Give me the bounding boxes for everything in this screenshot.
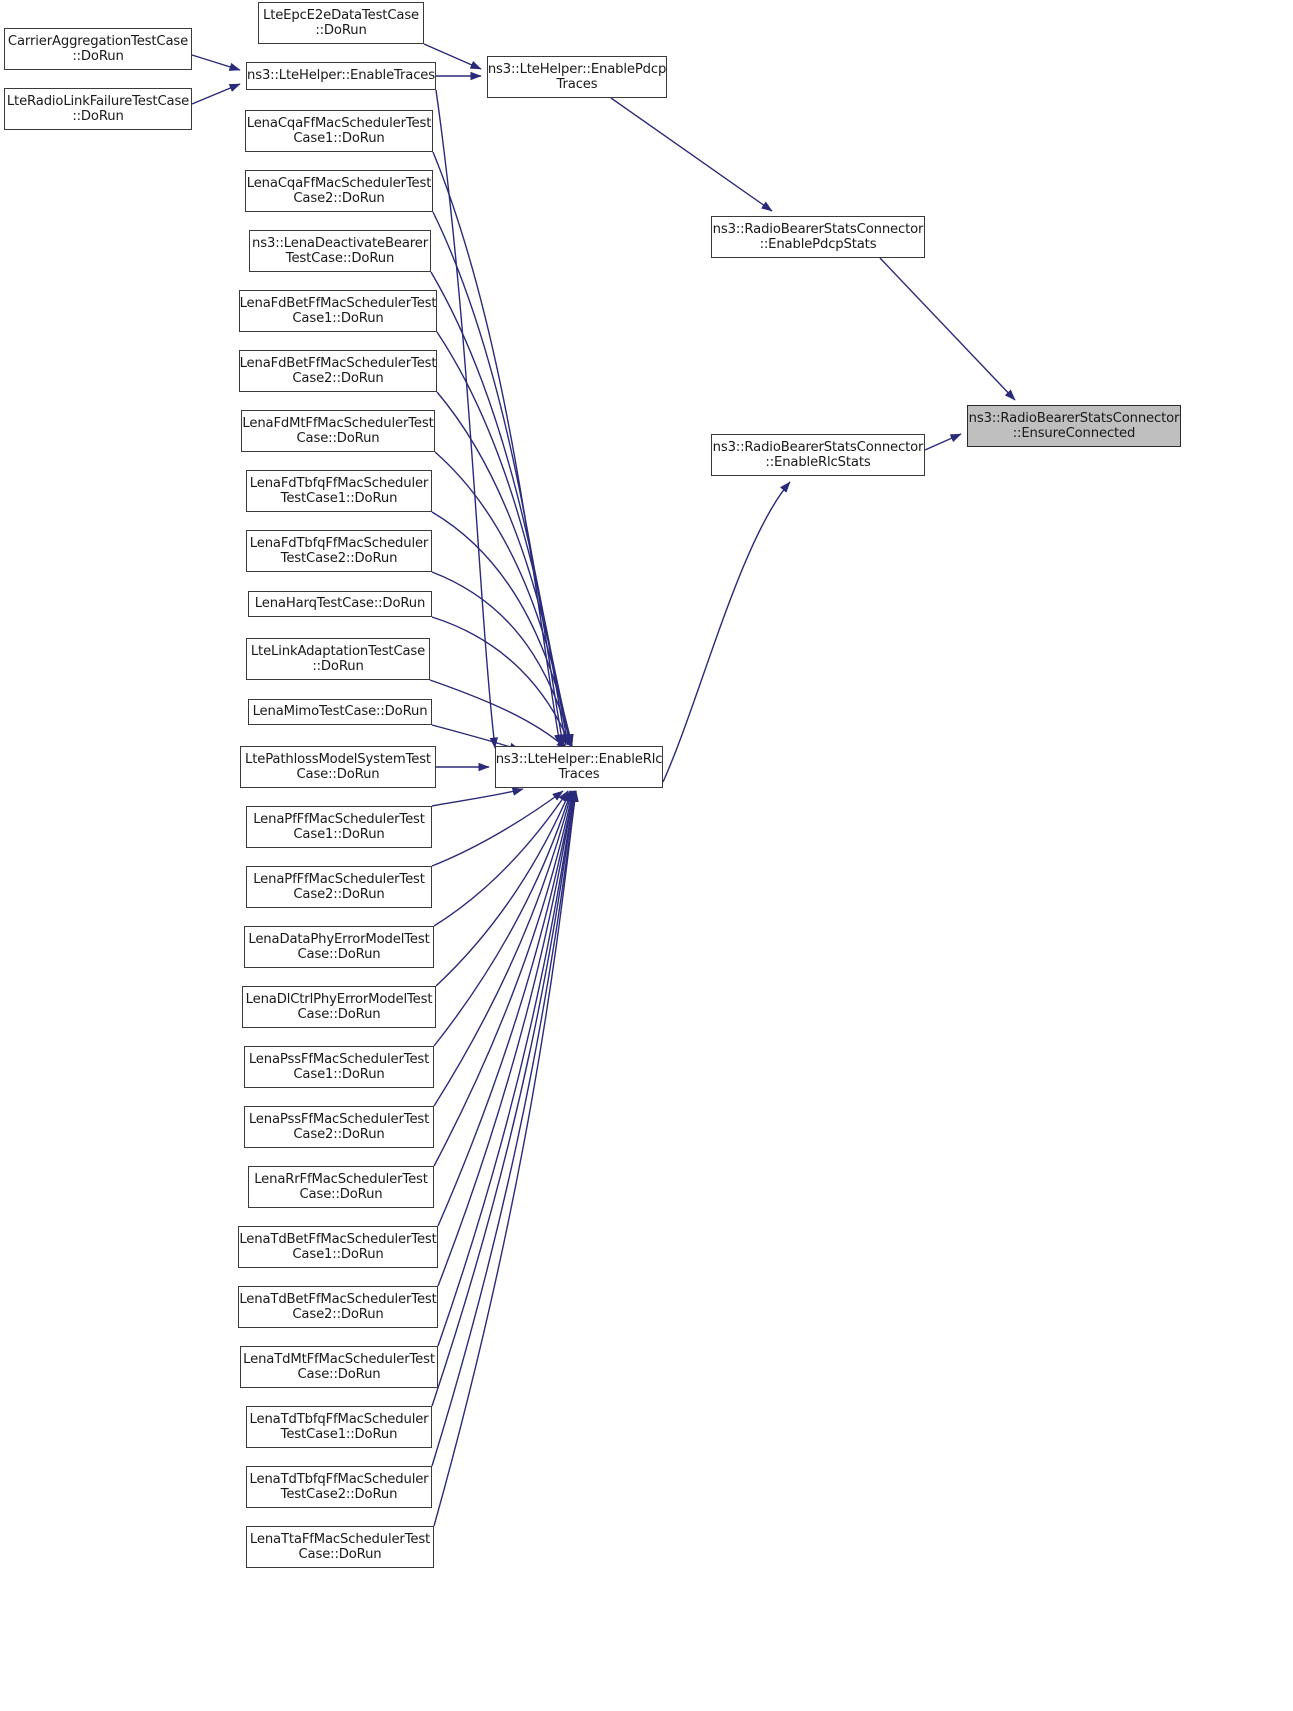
graph-node-label: LenaFdTbfqFfMacScheduler TestCase1::DoRu… bbox=[249, 475, 429, 507]
graph-node-c12[interactable]: LtePathlossModelSystemTest Case::DoRun bbox=[240, 746, 436, 788]
graph-node-label: ns3::RadioBearerStatsConnector ::EnableR… bbox=[712, 439, 924, 471]
graph-node-c18[interactable]: LenaPssFfMacSchedulerTest Case2::DoRun bbox=[244, 1106, 434, 1148]
graph-node-c21[interactable]: LenaTdBetFfMacSchedulerTest Case2::DoRun bbox=[238, 1286, 438, 1328]
edge-n_rlctraces-to-n_rlcstats bbox=[662, 481, 791, 783]
graph-node-n_carrier[interactable]: CarrierAggregationTestCase ::DoRun bbox=[4, 28, 192, 70]
graph-node-label: ns3::RadioBearerStatsConnector ::EnsureC… bbox=[968, 410, 1180, 442]
graph-node-label: LenaFdTbfqFfMacScheduler TestCase2::DoRu… bbox=[249, 535, 429, 567]
edge-c19-to-n_rlctraces bbox=[433, 790, 575, 1167]
graph-node-c04[interactable]: LenaFdBetFfMacSchedulerTest Case1::DoRun bbox=[239, 290, 437, 332]
edge-c15-to-n_rlctraces bbox=[433, 790, 569, 927]
graph-node-label: LenaTdTbfqFfMacScheduler TestCase1::DoRu… bbox=[249, 1411, 429, 1443]
graph-node-n_ensure[interactable]: ns3::RadioBearerStatsConnector ::EnsureC… bbox=[967, 405, 1181, 447]
graph-node-n_lteepc[interactable]: LteEpcE2eDataTestCase ::DoRun bbox=[258, 2, 424, 44]
graph-node-n_rlf[interactable]: LteRadioLinkFailureTestCase ::DoRun bbox=[4, 88, 192, 130]
graph-node-label: LtePathlossModelSystemTest Case::DoRun bbox=[245, 751, 431, 783]
graph-node-label: ns3::LteHelper::EnableTraces bbox=[247, 68, 435, 84]
graph-node-n_enabletraces[interactable]: ns3::LteHelper::EnableTraces bbox=[246, 62, 436, 90]
graph-node-c01[interactable]: LenaCqaFfMacSchedulerTest Case1::DoRun bbox=[245, 110, 433, 152]
graph-node-c25[interactable]: LenaTtaFfMacSchedulerTest Case::DoRun bbox=[246, 1526, 434, 1568]
graph-node-label: LenaRrFfMacSchedulerTest Case::DoRun bbox=[254, 1171, 428, 1203]
edge-c02-to-n_rlctraces bbox=[432, 211, 566, 746]
graph-node-n_rlctraces[interactable]: ns3::LteHelper::EnableRlc Traces bbox=[495, 746, 663, 788]
graph-node-label: LenaPfFfMacSchedulerTest Case1::DoRun bbox=[253, 811, 425, 843]
edge-c22-to-n_rlctraces bbox=[437, 790, 578, 1347]
graph-node-n_pdcpstats[interactable]: ns3::RadioBearerStatsConnector ::EnableP… bbox=[711, 216, 925, 258]
graph-node-c08[interactable]: LenaFdTbfqFfMacScheduler TestCase2::DoRu… bbox=[246, 530, 432, 572]
graph-node-c14[interactable]: LenaPfFfMacSchedulerTest Case2::DoRun bbox=[246, 866, 432, 908]
graph-node-c20[interactable]: LenaTdBetFfMacSchedulerTest Case1::DoRun bbox=[238, 1226, 438, 1268]
graph-node-label: LenaPssFfMacSchedulerTest Case2::DoRun bbox=[248, 1111, 430, 1143]
edge-c10-to-n_rlctraces bbox=[429, 679, 568, 750]
edge-c25-to-n_rlctraces bbox=[433, 790, 579, 1527]
graph-node-label: LenaTdBetFfMacSchedulerTest Case1::DoRun bbox=[239, 1231, 437, 1263]
graph-node-label: LenaFdMtFfMacSchedulerTest Case::DoRun bbox=[242, 415, 434, 447]
graph-node-label: CarrierAggregationTestCase ::DoRun bbox=[7, 33, 189, 65]
edge-c07-to-n_rlctraces bbox=[431, 511, 574, 746]
edge-c21-to-n_rlctraces bbox=[437, 790, 577, 1287]
edge-c03-to-n_rlctraces bbox=[430, 271, 569, 746]
edge-c09-to-n_rlctraces bbox=[431, 616, 572, 748]
edge-c16-to-n_rlctraces bbox=[435, 790, 571, 987]
edge-c17-to-n_rlctraces bbox=[433, 790, 572, 1047]
graph-node-c19[interactable]: LenaRrFfMacSchedulerTest Case::DoRun bbox=[248, 1166, 434, 1208]
graph-node-label: LenaTdTbfqFfMacScheduler TestCase2::DoRu… bbox=[249, 1471, 429, 1503]
graph-node-c17[interactable]: LenaPssFfMacSchedulerTest Case1::DoRun bbox=[244, 1046, 434, 1088]
graph-node-c15[interactable]: LenaDataPhyErrorModelTest Case::DoRun bbox=[244, 926, 434, 968]
graph-node-c13[interactable]: LenaPfFfMacSchedulerTest Case1::DoRun bbox=[246, 806, 432, 848]
graph-node-label: LenaDlCtrlPhyErrorModelTest Case::DoRun bbox=[245, 991, 433, 1023]
graph-node-c05[interactable]: LenaFdBetFfMacSchedulerTest Case2::DoRun bbox=[239, 350, 437, 392]
edge-n_rlcstats-to-n_ensure bbox=[924, 433, 962, 451]
edge-c01-to-n_rlctraces bbox=[432, 151, 563, 746]
graph-node-label: LenaDataPhyErrorModelTest Case::DoRun bbox=[248, 931, 430, 963]
edge-n_carrier-to-n_enabletraces bbox=[191, 54, 241, 71]
graph-node-label: LenaCqaFfMacSchedulerTest Case1::DoRun bbox=[246, 115, 432, 147]
graph-node-c24[interactable]: LenaTdTbfqFfMacScheduler TestCase2::DoRu… bbox=[246, 1466, 432, 1508]
graph-node-label: LteEpcE2eDataTestCase ::DoRun bbox=[263, 7, 419, 39]
edge-c06-to-n_rlctraces bbox=[434, 451, 573, 746]
edge-c18-to-n_rlctraces bbox=[433, 790, 574, 1107]
graph-node-label: LenaFdBetFfMacSchedulerTest Case2::DoRun bbox=[239, 355, 437, 387]
edge-c14-to-n_rlctraces bbox=[431, 790, 564, 867]
graph-node-label: LenaPssFfMacSchedulerTest Case1::DoRun bbox=[248, 1051, 430, 1083]
graph-node-label: LenaTtaFfMacSchedulerTest Case::DoRun bbox=[249, 1531, 431, 1563]
graph-node-label: LenaMimoTestCase::DoRun bbox=[252, 704, 428, 720]
graph-node-label: ns3::LteHelper::EnableRlc Traces bbox=[495, 751, 663, 783]
graph-node-c06[interactable]: LenaFdMtFfMacSchedulerTest Case::DoRun bbox=[241, 410, 435, 452]
edge-c13-to-n_rlctraces bbox=[431, 787, 524, 807]
edge-c08-to-n_rlctraces bbox=[431, 571, 574, 747]
graph-node-label: LenaFdBetFfMacSchedulerTest Case1::DoRun bbox=[239, 295, 437, 327]
graph-node-label: ns3::LteHelper::EnablePdcp Traces bbox=[487, 61, 667, 93]
graph-node-c11[interactable]: LenaMimoTestCase::DoRun bbox=[248, 699, 432, 725]
edge-c23-to-n_rlctraces bbox=[431, 790, 578, 1407]
graph-node-label: LteLinkAdaptationTestCase ::DoRun bbox=[250, 643, 426, 675]
edge-n_enabletraces-to-n_rlctraces bbox=[435, 89, 498, 749]
graph-node-label: ns3::LenaDeactivateBearer TestCase::DoRu… bbox=[252, 235, 428, 267]
graph-node-c07[interactable]: LenaFdTbfqFfMacScheduler TestCase1::DoRu… bbox=[246, 470, 432, 512]
edges bbox=[191, 43, 1016, 1527]
graph-node-c10[interactable]: LteLinkAdaptationTestCase ::DoRun bbox=[246, 638, 430, 680]
graph-node-label: ns3::RadioBearerStatsConnector ::EnableP… bbox=[712, 221, 924, 253]
graph-node-label: LenaHarqTestCase::DoRun bbox=[254, 596, 426, 612]
graph-node-label: LenaTdMtFfMacSchedulerTest Case::DoRun bbox=[243, 1351, 435, 1383]
graph-node-c09[interactable]: LenaHarqTestCase::DoRun bbox=[248, 591, 432, 617]
graph-node-c02[interactable]: LenaCqaFfMacSchedulerTest Case2::DoRun bbox=[245, 170, 433, 212]
graph-node-label: LenaPfFfMacSchedulerTest Case2::DoRun bbox=[253, 871, 425, 903]
graph-node-c22[interactable]: LenaTdMtFfMacSchedulerTest Case::DoRun bbox=[240, 1346, 438, 1388]
graph-node-label: LenaTdBetFfMacSchedulerTest Case2::DoRun bbox=[239, 1291, 437, 1323]
edge-n_rlf-to-n_enabletraces bbox=[191, 83, 241, 105]
edge-c20-to-n_rlctraces bbox=[437, 790, 576, 1227]
graph-node-n_rlcstats[interactable]: ns3::RadioBearerStatsConnector ::EnableR… bbox=[711, 434, 925, 476]
graph-node-c16[interactable]: LenaDlCtrlPhyErrorModelTest Case::DoRun bbox=[242, 986, 436, 1028]
graph-node-label: LenaCqaFfMacSchedulerTest Case2::DoRun bbox=[246, 175, 432, 207]
graph-node-n_pdcptraces[interactable]: ns3::LteHelper::EnablePdcp Traces bbox=[487, 56, 667, 98]
graph-node-label: LteRadioLinkFailureTestCase ::DoRun bbox=[6, 93, 190, 125]
graph-node-c23[interactable]: LenaTdTbfqFfMacScheduler TestCase1::DoRu… bbox=[246, 1406, 432, 1448]
graph-node-c03[interactable]: ns3::LenaDeactivateBearer TestCase::DoRu… bbox=[249, 230, 431, 272]
edge-n_pdcpstats-to-n_ensure bbox=[879, 257, 1016, 401]
edge-n_lteepc-to-n_pdcptraces bbox=[423, 43, 482, 70]
edge-n_pdcptraces-to-n_pdcpstats bbox=[610, 97, 773, 212]
